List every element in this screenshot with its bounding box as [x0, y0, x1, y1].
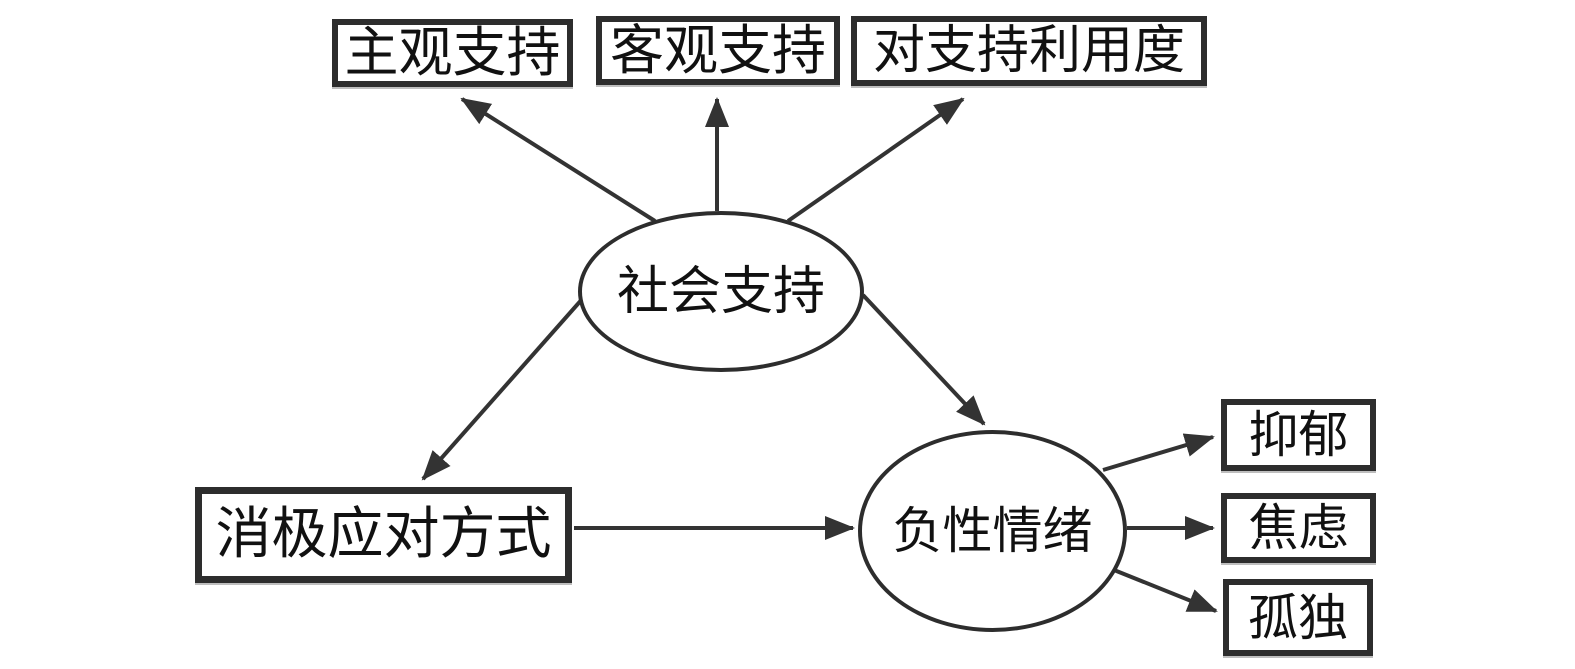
edge-social-support-to-negative-emotion — [861, 293, 986, 426]
node-negative-emotion: 负性情绪 — [858, 430, 1127, 632]
node-support-utilization: 对支持利用度 — [851, 16, 1207, 86]
edge-negative-emotion-to-loneliness — [1113, 568, 1218, 613]
edge-social-support-to-support-utilization — [786, 97, 965, 223]
node-loneliness-label: 孤独 — [1248, 588, 1348, 647]
node-depression-label: 抑郁 — [1248, 406, 1349, 464]
node-negative-coping-style: 消极应对方式 — [195, 487, 572, 583]
node-social-support-label: 社会支持 — [616, 261, 825, 322]
node-objective-support-label: 客观支持 — [610, 18, 826, 82]
edge-social-support-to-negative-coping-style — [421, 295, 586, 481]
node-negative-coping-style-label: 消极应对方式 — [215, 502, 552, 567]
node-depression: 抑郁 — [1221, 399, 1376, 471]
node-negative-emotion-label: 负性情绪 — [892, 502, 1093, 560]
edge-social-support-to-subjective-support — [460, 97, 657, 223]
node-loneliness: 孤独 — [1223, 579, 1373, 656]
edge-negative-emotion-to-depression — [1102, 433, 1215, 472]
node-objective-support: 客观支持 — [596, 16, 840, 85]
node-subjective-support: 主观支持 — [332, 19, 573, 87]
node-social-support: 社会支持 — [578, 211, 864, 372]
node-support-utilization-label: 对支持利用度 — [872, 21, 1185, 81]
node-anxiety: 焦虑 — [1221, 493, 1376, 563]
node-anxiety-label: 焦虑 — [1248, 499, 1349, 557]
node-subjective-support-label: 主观支持 — [344, 21, 561, 84]
